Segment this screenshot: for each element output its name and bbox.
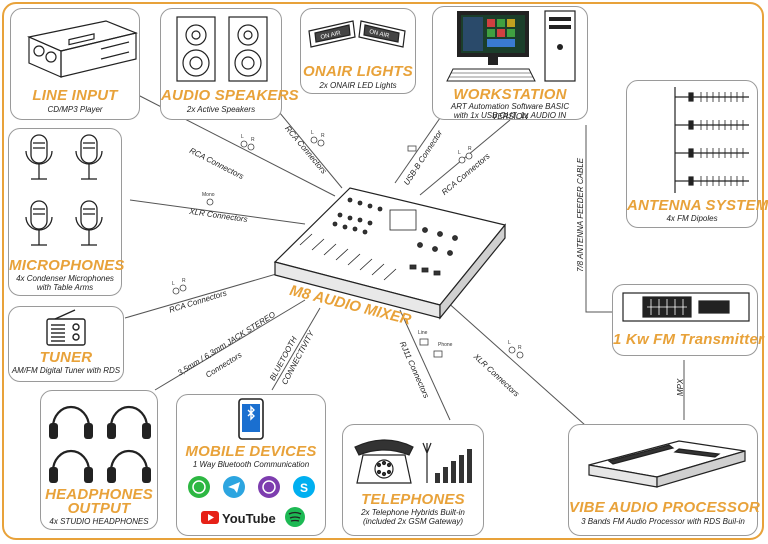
headphones-icon [49, 405, 151, 483]
line-input-subtitle: CD/MP3 Player [47, 105, 103, 114]
mobile-devices-title: MOBILE DEVICES [185, 443, 317, 460]
onair-lights-subtitle: 2x ONAIR LED Lights [319, 81, 397, 90]
tuner-subtitle: AM/FM Digital Tuner with RDS [11, 366, 121, 375]
vibe-processor-box: VIBE AUDIO PROCESSOR 3 Bands FM Audio Pr… [568, 424, 760, 536]
port-label-l-ws: L [458, 150, 461, 156]
transmitter-icon [622, 292, 750, 322]
youtube-icon [201, 511, 219, 524]
port-label-l-line: L [241, 134, 244, 140]
app-icons: S YouTube [188, 476, 315, 527]
viber-icon [258, 476, 280, 498]
port-label-r-spk: R [321, 133, 325, 139]
onair-sign-left: ON AIR [320, 30, 342, 41]
port-label-l-spk: L [311, 130, 314, 136]
antenna-icon [674, 87, 749, 193]
port-label-r-ws: R [468, 146, 472, 152]
workstation-box: WORKSTATION ART Automation Software BASI… [432, 6, 588, 121]
telephones-subtitle-1: 2x Telephone Hybrids Built-in [361, 508, 465, 517]
microphones-subtitle-2: with Table Arms [36, 283, 94, 292]
port-label-r-tuner: R [182, 278, 186, 284]
microphones-title: MICROPHONES [9, 257, 125, 274]
telephones-subtitle-2: (included 2x GSM Gateway) [362, 517, 464, 526]
workstation-subtitle-1: ART Automation Software BASIC VERSION [450, 102, 570, 121]
whatsapp-icon [188, 476, 210, 498]
port-label-mono: Mono [202, 192, 215, 198]
line-input-box: LINE INPUT CD/MP3 Player [10, 8, 140, 120]
onair-sign-right: ON AIR [369, 29, 391, 40]
onair-lights-title: ONAIR LIGHTS [303, 63, 413, 80]
port-label-r-proc: R [518, 345, 522, 351]
port-label-phone: Phone [438, 342, 453, 348]
computer-icon [446, 10, 576, 82]
audio-speakers-subtitle: 2x Active Speakers [186, 105, 256, 114]
vibe-processor-title: VIBE AUDIO PROCESSOR [569, 499, 760, 516]
microphone-icon [25, 134, 103, 246]
svg-text:S: S [300, 481, 308, 495]
telegram-icon [223, 476, 245, 498]
headphones-box: HEADPHONES OUTPUT 4x STUDIO HEADPHONES [40, 390, 158, 530]
microphones-subtitle-1: 4x Condenser Microphones [16, 274, 114, 283]
port-label-line: Line [418, 330, 428, 336]
antenna-system-subtitle: 4x FM Dipoles [666, 214, 718, 223]
antenna-system-title: ANTENNA SYSTEM [627, 197, 768, 214]
headphones-subtitle: 4x STUDIO HEADPHONES [49, 517, 149, 526]
skype-icon: S [293, 476, 315, 498]
cd-player-icon [27, 20, 138, 78]
line-input-title: LINE INPUT [32, 87, 118, 104]
headphones-title-2: OUTPUT [67, 500, 131, 517]
mobile-devices-box: MOBILE DEVICES 1 Way Bluetooth Communica… [176, 394, 326, 536]
radio-icon [46, 309, 86, 346]
audio-speakers-title: AUDIO SPEAKERS [161, 87, 299, 104]
mobile-devices-subtitle: 1 Way Bluetooth Communication [192, 460, 310, 469]
fm-transmitter-box: 1 Kw FM Transmitter [612, 284, 765, 356]
spotify-icon [285, 507, 305, 527]
audio-processor-icon [588, 440, 746, 488]
antenna-system-box: ANTENNA SYSTEM 4x FM Dipoles [626, 80, 768, 228]
workstation-title: WORKSTATION [453, 86, 567, 103]
fm-transmitter-title: 1 Kw FM Transmitter [613, 331, 765, 348]
workstation-subtitle-2: with 1x USB OUT, 1x AUDIO IN [453, 111, 567, 120]
telephones-title: TELEPHONES [361, 491, 465, 508]
port-label-l-proc: L [508, 340, 511, 346]
vibe-processor-subtitle: 3 Bands FM Audio Processor with RDS Buil… [581, 517, 745, 526]
speaker-icon [176, 16, 268, 82]
youtube-wordmark: YouTube [222, 511, 276, 526]
port-label-r-line: R [251, 137, 255, 143]
onair-lights-box: ON AIR ON AIR ONAIR LIGHTS 2x ONAIR LED … [300, 8, 416, 94]
audio-speakers-box: AUDIO SPEAKERS 2x Active Speakers [160, 8, 299, 120]
tuner-title: TUNER [39, 349, 93, 366]
telephones-box: TELEPHONES 2x Telephone Hybrids Built-in… [342, 424, 484, 536]
telephone-icon [354, 439, 472, 484]
microphones-box: MICROPHONES 4x Condenser Microphones wit… [8, 128, 125, 296]
port-label-l-tuner: L [172, 281, 175, 287]
headphones-title-1: HEADPHONES [45, 486, 153, 503]
onair-light-icon: ON AIR ON AIR [308, 20, 406, 48]
tuner-box: TUNER AM/FM Digital Tuner with RDS [8, 306, 124, 382]
phone-bluetooth-icon [238, 398, 264, 440]
